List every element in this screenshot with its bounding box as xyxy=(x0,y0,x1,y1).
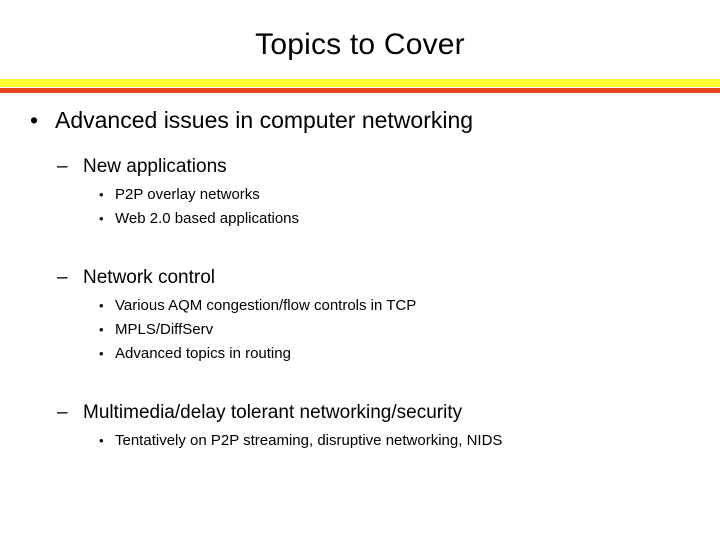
bullet-item-level3: • Various AQM congestion/flow controls i… xyxy=(0,294,720,318)
spacer xyxy=(0,231,720,263)
title-divider-yellow-band xyxy=(0,79,720,87)
bullet-marker-dash-icon: – xyxy=(57,402,68,423)
bullet-text: MPLS/DiffServ xyxy=(115,321,214,338)
bullet-text: Web 2.0 based applications xyxy=(115,210,300,227)
bullet-marker-dot-icon: • xyxy=(99,187,104,202)
bullet-text: Network control xyxy=(83,267,215,288)
bullet-marker-dash-icon: – xyxy=(57,156,68,177)
bullet-text: Tentatively on P2P streaming, disruptive… xyxy=(115,432,503,449)
spacer xyxy=(0,140,720,152)
bullet-text: Advanced topics in routing xyxy=(115,345,291,362)
bullet-item-level3: • MPLS/DiffServ xyxy=(0,318,720,342)
bullet-item-level2: – Network control xyxy=(0,263,720,294)
bullet-text: P2P overlay networks xyxy=(115,186,260,203)
slide-body: • Advanced issues in computer networking… xyxy=(0,104,720,453)
bullet-item-level2: – New applications xyxy=(0,152,720,183)
bullet-marker-dot-icon: • xyxy=(99,346,104,361)
title-divider-orange-band xyxy=(0,88,720,93)
bullet-marker-dot-icon: • xyxy=(99,322,104,337)
bullet-item-level1: • Advanced issues in computer networking xyxy=(0,104,720,140)
bullet-item-level3: • Tentatively on P2P streaming, disrupti… xyxy=(0,429,720,453)
bullet-item-level2: – Multimedia/delay tolerant networking/s… xyxy=(0,398,720,429)
bullet-text: Advanced issues in computer networking xyxy=(55,107,474,133)
bullet-marker-dot-icon: • xyxy=(30,107,39,133)
bullet-item-level3: • Advanced topics in routing xyxy=(0,342,720,366)
bullet-item-level3: • P2P overlay networks xyxy=(0,183,720,207)
bullet-text: Various AQM congestion/flow controls in … xyxy=(115,297,417,314)
bullet-text: New applications xyxy=(83,156,227,177)
page-title: Topics to Cover xyxy=(255,28,465,61)
bullet-marker-dash-icon: – xyxy=(57,267,68,288)
bullet-marker-dot-icon: • xyxy=(99,211,104,226)
bullet-item-level3: • Web 2.0 based applications xyxy=(0,207,720,231)
bullet-marker-dot-icon: • xyxy=(99,433,104,448)
bullet-marker-dot-icon: • xyxy=(99,298,104,313)
bullet-text: Multimedia/delay tolerant networking/sec… xyxy=(83,402,463,423)
spacer xyxy=(0,366,720,398)
